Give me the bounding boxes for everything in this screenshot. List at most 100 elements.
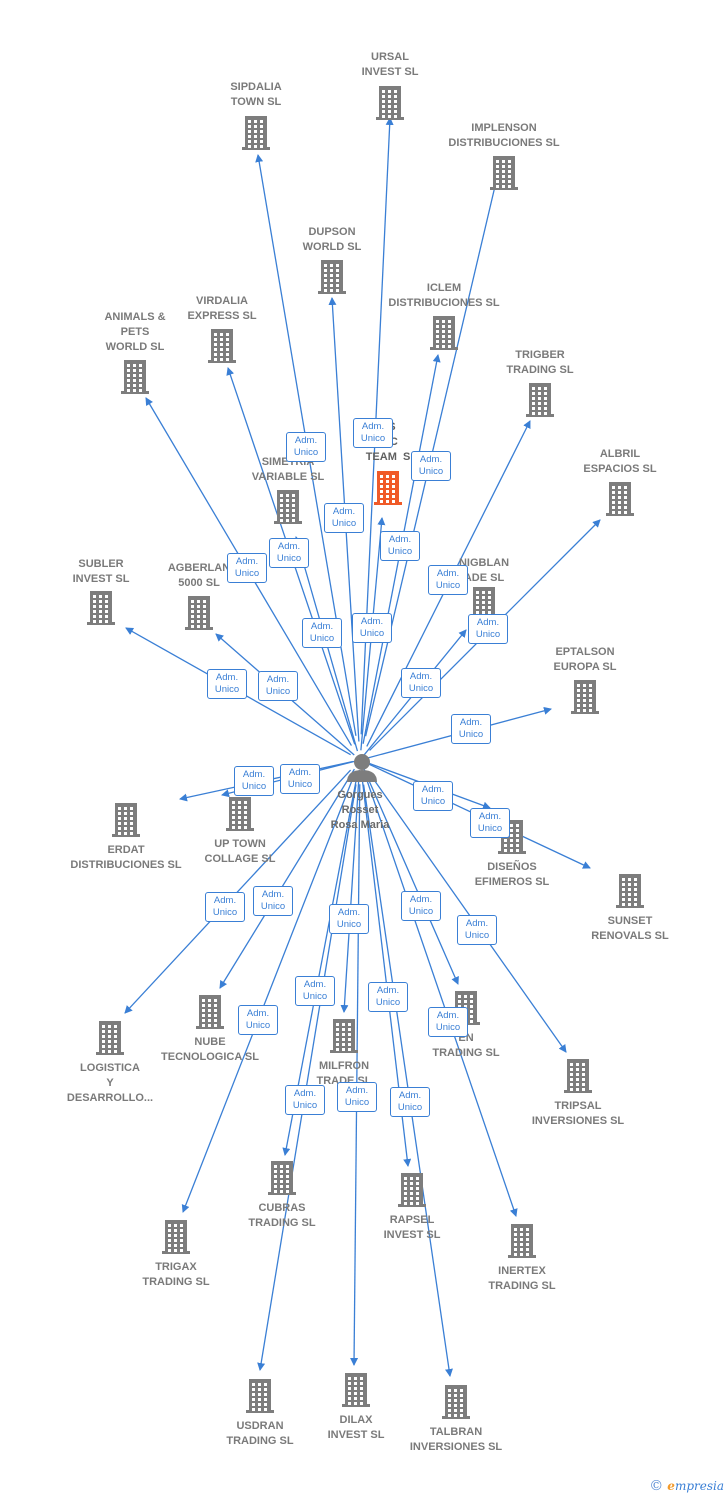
role-badge[interactable]: Adm. Unico [280, 764, 320, 794]
company-label[interactable]: URSAL INVEST SL [361, 51, 419, 78]
role-badge[interactable]: Adm. Unico [368, 982, 408, 1012]
building-window [482, 596, 485, 599]
role-badge[interactable]: Adm. Unico [428, 1007, 468, 1037]
company-label[interactable]: INERTEX TRADING SL [488, 1265, 556, 1292]
building-window [488, 606, 491, 609]
company-label[interactable]: TRIGBER TRADING SL [506, 349, 574, 376]
company-label[interactable]: SUNSET RENOVALS SL [591, 915, 669, 942]
building-window [348, 1043, 351, 1046]
role-badge[interactable]: Adm. Unico [411, 451, 451, 481]
building-window [102, 1035, 105, 1038]
role-badge[interactable]: Adm. Unico [234, 766, 274, 796]
role-badge[interactable]: Adm. Unico [286, 432, 326, 462]
building-window [502, 165, 505, 168]
company-label[interactable]: USDRAN TRADING SL [226, 1420, 294, 1447]
role-badge[interactable]: Adm. Unico [227, 553, 267, 583]
company-label[interactable]: TRIGAX TRADING SL [142, 1261, 210, 1288]
building-window [232, 811, 235, 814]
building-window [416, 1202, 419, 1205]
role-badge[interactable]: Adm. Unico [470, 808, 510, 838]
building-window [404, 1197, 407, 1200]
building-window [514, 1243, 517, 1246]
building-window [394, 90, 397, 93]
company-label[interactable]: SUBLER INVEST SL [72, 558, 130, 585]
center-person-label[interactable]: Gorgues Rosset Rosa Maria [330, 789, 390, 831]
role-badge[interactable]: Adm. Unico [238, 1005, 278, 1035]
building-window [448, 325, 451, 328]
role-badge[interactable]: Adm. Unico [390, 1087, 430, 1117]
role-badge[interactable]: Adm. Unico [269, 538, 309, 568]
building-window [380, 495, 383, 498]
building-window [360, 1392, 363, 1395]
role-badge[interactable]: Adm. Unico [253, 886, 293, 916]
building-window [124, 812, 127, 815]
company-label[interactable]: LOGISTICA Y DESARROLLO... [66, 1062, 154, 1104]
building-window [496, 185, 499, 188]
company-label[interactable]: VIRDALIA EXPRESS SL [187, 295, 257, 322]
building-window [622, 878, 625, 881]
company-label[interactable]: ICLEM DISTRIBUCIONES SL [388, 282, 500, 309]
company-label[interactable]: IMPLENSON DISTRIBUCIONES SL [448, 122, 560, 149]
role-badge[interactable]: Adm. Unico [329, 904, 369, 934]
building-window [354, 1382, 357, 1385]
building-window [577, 709, 580, 712]
company-label[interactable]: EN TRADING SL [432, 1032, 500, 1059]
building-window [202, 1014, 205, 1017]
building-window [214, 353, 217, 356]
company-label[interactable]: UP TOWN COLLAGE SL [204, 838, 276, 865]
company-label[interactable]: TRIPSAL INVERSIONES SL [531, 1100, 625, 1127]
company-label[interactable]: NIGBLAN ADE SL [458, 557, 510, 584]
role-badge[interactable]: Adm. Unico [401, 891, 441, 921]
building-window [274, 1190, 277, 1193]
building-window [324, 284, 327, 287]
role-badge[interactable]: Adm. Unico [428, 565, 468, 595]
building-window [526, 1228, 529, 1231]
building-window [476, 611, 479, 614]
brand-logo: ©empresia [649, 1478, 724, 1494]
role-badge[interactable]: Adm. Unico [207, 669, 247, 699]
role-badge[interactable]: Adm. Unico [352, 613, 392, 643]
building-window [208, 1009, 211, 1012]
building-window [448, 335, 451, 338]
role-badge[interactable]: Adm. Unico [413, 781, 453, 811]
role-badge[interactable]: Adm. Unico [468, 614, 508, 644]
role-badge[interactable]: Adm. Unico [337, 1082, 377, 1112]
building-window [382, 105, 385, 108]
role-badge[interactable]: Adm. Unico [258, 671, 298, 701]
company-label[interactable]: DISEÑOS EFIMEROS SL [474, 861, 550, 888]
building-window [258, 1393, 261, 1396]
company-label[interactable]: CUBRAS TRADING SL [248, 1202, 316, 1229]
company-label[interactable]: ALBRIL ESPACIOS SL [583, 448, 657, 475]
building-window [280, 1180, 283, 1183]
building-window [99, 610, 102, 613]
company-label[interactable]: SIPDALIA TOWN SL [230, 81, 282, 108]
building-window [514, 1253, 517, 1256]
building-window [252, 1383, 255, 1386]
role-badge[interactable]: Adm. Unico [285, 1085, 325, 1115]
company-label[interactable]: DILAX INVEST SL [327, 1414, 385, 1441]
building-window [516, 844, 519, 847]
company-label[interactable]: ERDAT DISTRIBUCIONES SL [70, 844, 182, 871]
role-badge[interactable]: Adm. Unico [205, 892, 245, 922]
role-badge[interactable]: Adm. Unico [401, 668, 441, 698]
company-label[interactable]: NUBE TECNOLOGICA SL [161, 1036, 259, 1063]
building-window [232, 821, 235, 824]
building-window [336, 264, 339, 267]
company-label[interactable]: AGBERLAN 5000 SL [167, 562, 231, 589]
company-label[interactable]: RAPSEL INVEST SL [383, 1214, 441, 1241]
building-window [214, 1019, 217, 1022]
company-label[interactable]: ANIMALS & PETS WORLD SL [104, 311, 166, 353]
company-label[interactable]: DUPSON WORLD SL [302, 226, 362, 253]
role-badge[interactable]: Adm. Unico [324, 503, 364, 533]
role-badge[interactable]: Adm. Unico [295, 976, 335, 1006]
building-window [127, 389, 130, 392]
role-badge[interactable]: Adm. Unico [451, 714, 491, 744]
role-badge[interactable]: Adm. Unico [353, 418, 393, 448]
role-badge[interactable]: Adm. Unico [302, 618, 342, 648]
role-badge[interactable]: Adm. Unico [457, 915, 497, 945]
company-label[interactable]: TALBRAN INVERSIONES SL [409, 1426, 503, 1453]
company-label[interactable]: EPTALSON EUROPA SL [553, 646, 617, 673]
company-label[interactable]: SIMETRIA VARIABLE SL [251, 456, 325, 483]
role-badge[interactable]: Adm. Unico [380, 531, 420, 561]
building-window [476, 591, 479, 594]
